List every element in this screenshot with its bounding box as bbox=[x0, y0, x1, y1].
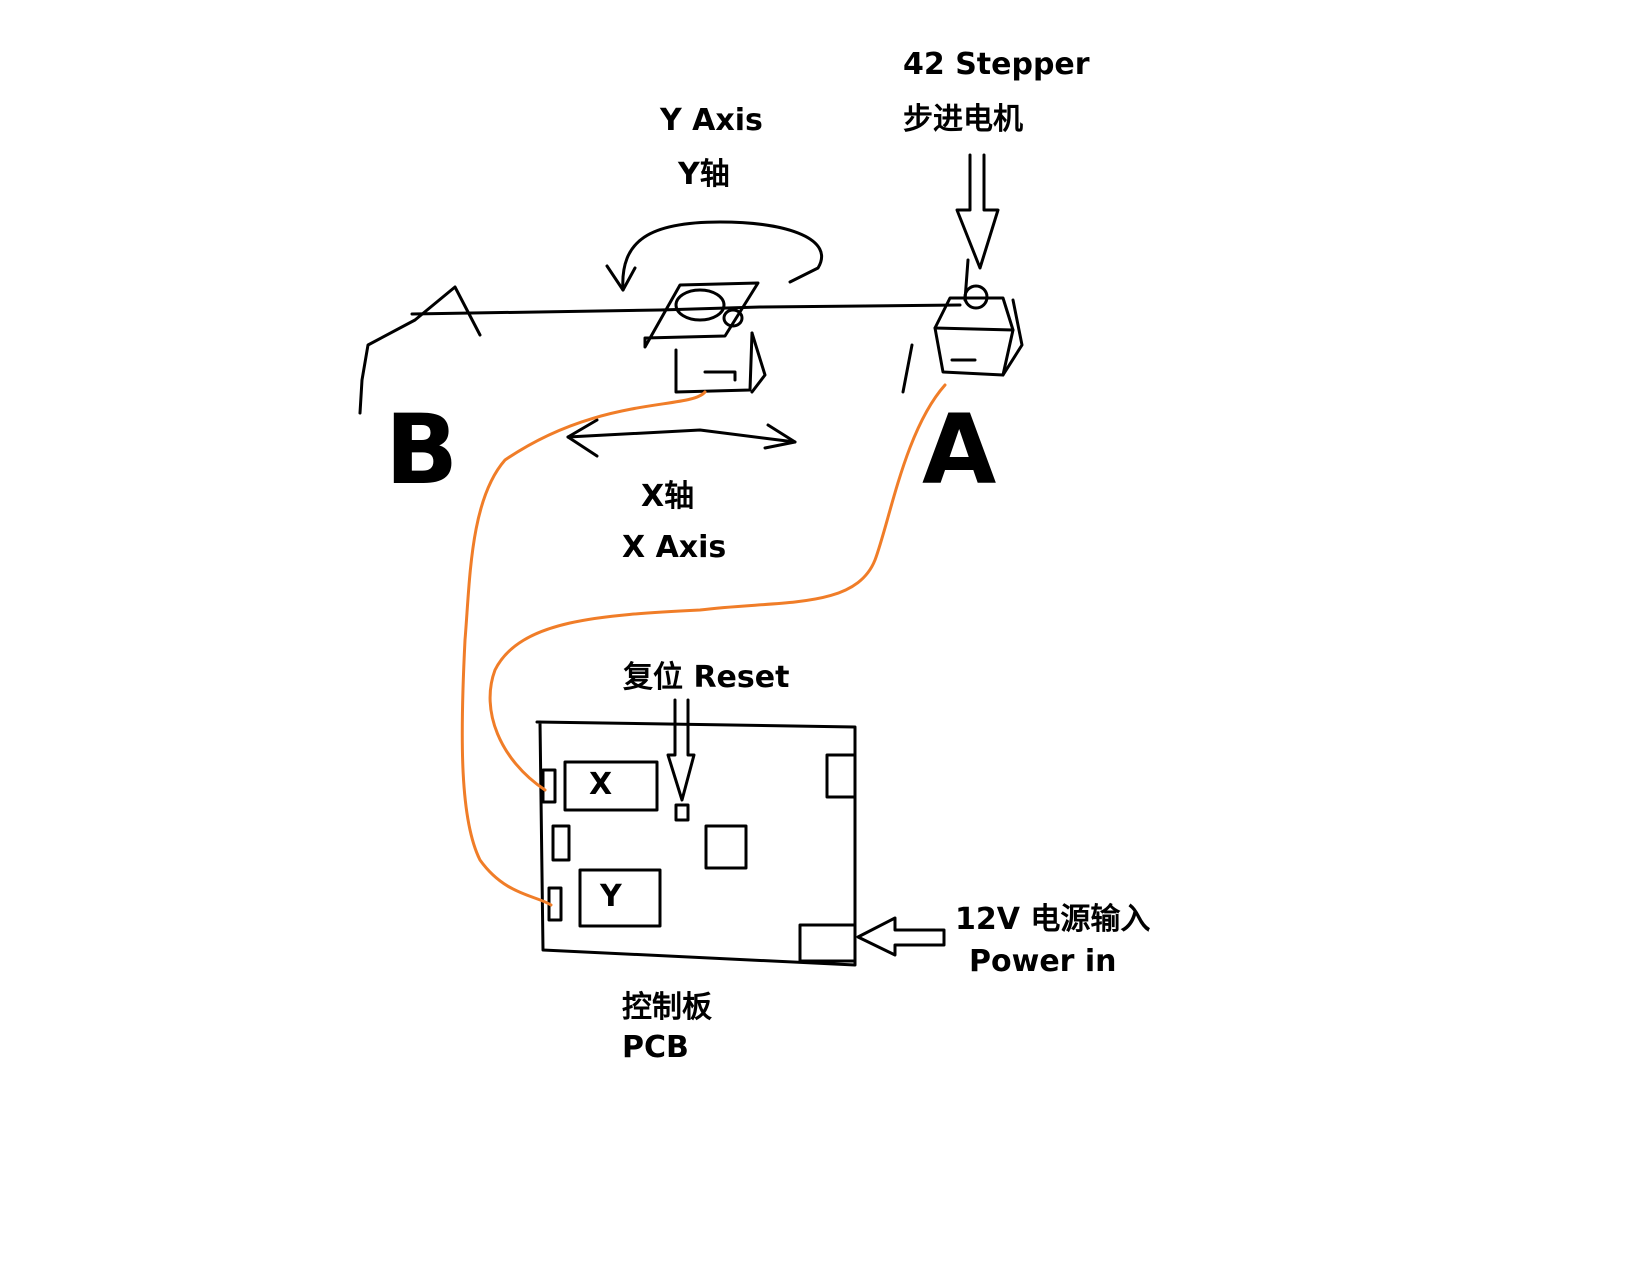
y-axis-label-zh: Y轴 bbox=[678, 157, 730, 192]
y-axis-motor-block bbox=[643, 281, 760, 349]
y-rotation-arrow bbox=[621, 220, 824, 292]
power-jack bbox=[798, 923, 857, 963]
y-driver-socket bbox=[578, 868, 662, 928]
reset-button bbox=[674, 803, 690, 822]
x-axis-label-en: X Axis bbox=[622, 530, 727, 565]
power-label-en: Power in bbox=[969, 944, 1117, 979]
ic-chip bbox=[704, 824, 748, 870]
point-a-label: A bbox=[922, 394, 997, 506]
left-end-support bbox=[358, 285, 482, 415]
pcb-label-en: PCB bbox=[622, 1030, 689, 1065]
motor-label-zh: 步进电机 bbox=[903, 102, 1023, 137]
wire-motor-a-to-x bbox=[488, 383, 947, 792]
guide-rail bbox=[410, 303, 962, 316]
pcb-outline bbox=[535, 720, 857, 967]
x-socket-label: X bbox=[589, 767, 613, 802]
x-motor-connector bbox=[541, 768, 557, 804]
reset-pointer-arrow bbox=[666, 698, 696, 802]
wire-motor-b-to-y bbox=[460, 390, 707, 907]
y-socket-label: Y bbox=[600, 879, 622, 914]
x-axis-label-zh: X轴 bbox=[641, 479, 695, 514]
pcb-label-zh: 控制板 bbox=[622, 990, 712, 1025]
stepper-motor-a bbox=[933, 296, 1015, 332]
x-driver-socket bbox=[563, 760, 659, 812]
x-axis-arrow bbox=[566, 428, 797, 444]
point-b-label: B bbox=[385, 394, 459, 506]
power-label-zh: 12V 电源输入 bbox=[955, 902, 1151, 937]
y-axis-label-en: Y Axis bbox=[660, 103, 763, 138]
reset-label: 复位 Reset bbox=[623, 660, 790, 695]
motor-pointer-arrow bbox=[955, 153, 1000, 270]
motor-label-en: 42 Stepper bbox=[903, 47, 1090, 82]
power-in-arrow bbox=[856, 916, 946, 957]
